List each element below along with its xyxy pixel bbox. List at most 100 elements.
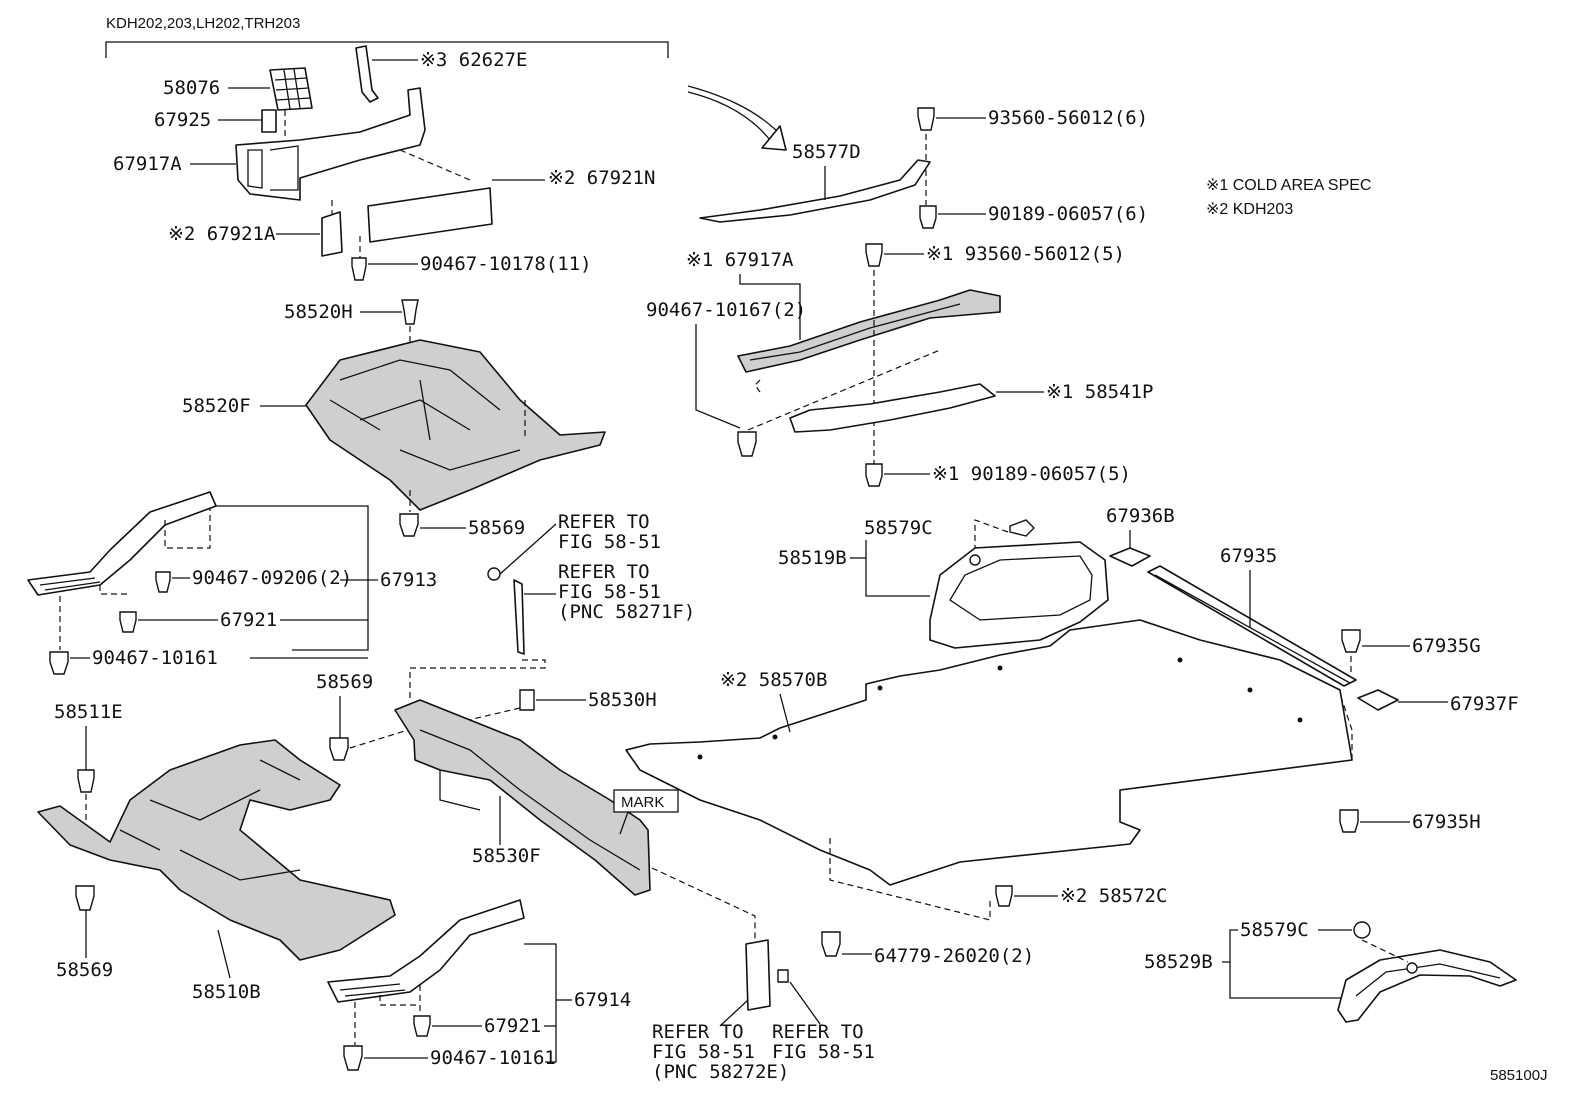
clip-58569-c [75, 885, 95, 911]
ref3-line1: REFER TO [652, 1021, 744, 1043]
part-67935-rail [1147, 565, 1357, 687]
clip-90467-09206 [155, 571, 171, 593]
label-58510B: 58510B [192, 981, 261, 1003]
label-58511E: 58511E [54, 701, 123, 723]
label-90467-10178: 90467-10178(11) [420, 253, 592, 275]
label-90189-06057-6: 90189-06057(6) [988, 203, 1148, 225]
part-ref2-bracket [513, 579, 525, 655]
clip-58511E [77, 769, 95, 793]
label-93560-56012-5: ※1 93560-56012(5) [926, 243, 1125, 265]
label-64779-26020: 64779-26020(2) [874, 945, 1034, 967]
label-67914: 67914 [574, 989, 631, 1011]
part-58570B-floor [625, 619, 1353, 886]
clip-93560-56012-6 [917, 107, 935, 131]
label-58530F: 58530F [472, 845, 541, 867]
label-58520F: 58520F [182, 395, 251, 417]
clip-58572C [995, 885, 1013, 907]
label-67937F: 67937F [1450, 693, 1519, 715]
note-1: ※1 COLD AREA SPEC [1206, 177, 1371, 194]
label-58541P: ※1 58541P [1046, 381, 1153, 403]
ref4-line2: FIG 58-51 [772, 1041, 875, 1063]
part-58530F-tunnel [394, 699, 651, 896]
part-67937F-pad [1357, 689, 1399, 711]
clip-67935G [1341, 629, 1361, 653]
label-67921N: ※2 67921N [548, 167, 655, 189]
label-62627E: ※3 62627E [420, 49, 527, 71]
label-58579C-a: 58579C [864, 517, 933, 539]
mark-box [613, 789, 679, 813]
label-58569-b: 58569 [316, 671, 373, 693]
part-58520F-silencer [305, 339, 606, 511]
ref1-line2: FIG 58-51 [558, 531, 661, 553]
arrow-curve [687, 91, 771, 141]
clip-58569-a [399, 513, 419, 537]
clip-90467-10161-a [49, 651, 69, 675]
part-58577D-bracket [699, 159, 931, 223]
clip-64779-26020 [821, 931, 841, 957]
ref2-line2: FIG 58-51 [558, 581, 661, 603]
label-67917A-1: ※1 67917A [686, 249, 794, 271]
clip-58530H [519, 689, 535, 711]
ref3-line2: FIG 58-51 [652, 1041, 755, 1063]
label-58577D: 58577D [792, 141, 861, 163]
part-58076-grille [269, 67, 313, 111]
clip-93560-56012-5 [865, 243, 883, 267]
label-58529B: 58529B [1144, 951, 1213, 973]
ref2-line1: REFER TO [558, 561, 650, 583]
part-67914-step-plate [327, 899, 525, 1003]
label-93560-56012-6: 93560-56012(6) [988, 107, 1148, 129]
label-58530H: 58530H [588, 689, 657, 711]
label-67935H: 67935H [1412, 811, 1481, 833]
note-2: ※2 KDH203 [1206, 201, 1293, 218]
part-67936B-pad [1109, 547, 1151, 567]
part-58541P-panel [789, 383, 996, 433]
label-67921-b: 67921 [484, 1015, 541, 1037]
part-67913-step-plate [27, 491, 217, 596]
clip-90467-10167 [737, 431, 757, 457]
arrow-head [761, 125, 787, 151]
label-67925: 67925 [154, 109, 211, 131]
part-67921A-pad [321, 211, 343, 257]
clip-ref1 [487, 567, 501, 581]
label-90189-06057-5: ※1 90189-06057(5) [932, 463, 1131, 485]
clip-90467-10178 [351, 257, 367, 281]
part-67925-pad [261, 109, 277, 133]
part-ref3-bracket [745, 939, 771, 1011]
label-67935: 67935 [1220, 545, 1277, 567]
label-67921A: ※2 67921A [168, 223, 276, 245]
clip-67921-a [119, 611, 137, 633]
ref4-line1: REFER TO [772, 1021, 864, 1043]
ref1-line1: REFER TO [558, 511, 650, 533]
clip-90189-06057-5 [865, 463, 883, 487]
part-67917A-duct [235, 87, 426, 201]
model-header: KDH202,203,LH202,TRH203 [106, 15, 300, 32]
clip-ref4 [777, 969, 789, 983]
clip-67921-b [413, 1015, 431, 1037]
label-67917A: 67917A [113, 153, 182, 175]
label-90467-10161-a: 90467-10161 [92, 647, 218, 669]
clip-58579C-a [1009, 519, 1035, 537]
model-bracket [105, 41, 669, 58]
label-67935G: 67935G [1412, 635, 1481, 657]
clip-67935H [1339, 809, 1359, 833]
label-90467-10167: 90467-10167(2) [646, 299, 806, 321]
ref2-line3: (PNC 58271F) [558, 601, 695, 623]
label-58579C-b: 58579C [1240, 919, 1309, 941]
label-58572C: ※2 58572C [1060, 885, 1167, 907]
clip-90467-10161-b [343, 1045, 363, 1071]
diagram-id: 585100J [1490, 1067, 1548, 1084]
part-58529B-cover [1337, 949, 1517, 1023]
part-62627E-bracket [355, 45, 379, 103]
label-90467-09206: 90467-09206(2) [192, 567, 352, 589]
label-58569-a: 58569 [468, 517, 525, 539]
label-58570B: ※2 58570B [720, 669, 827, 691]
clip-58569-b [329, 737, 349, 761]
clip-58579C-b [1353, 921, 1371, 939]
part-58510B-silencer [37, 739, 396, 961]
label-58519B: 58519B [778, 547, 847, 569]
clip-90189-06057-6 [919, 205, 937, 229]
mark-label: MARK [621, 794, 664, 811]
label-58569-c: 58569 [56, 959, 113, 981]
clip-58520H [401, 299, 419, 325]
